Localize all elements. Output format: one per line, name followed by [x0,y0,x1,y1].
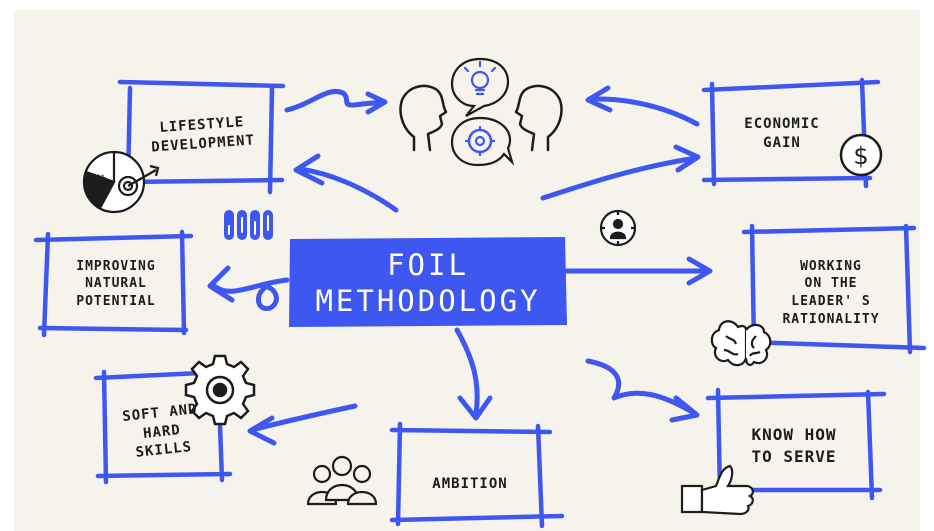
pie-chart-target-icon [82,150,160,214]
node-lifestyle-development: LIFESTYLE DEVELOPMENT [150,114,256,156]
connector-arrows [207,85,713,446]
brain-icon [710,320,772,367]
frame-ambition [389,421,565,529]
arrow-economic-to-conversation-head [585,85,613,113]
arrow-center-to-ambition-head [457,395,493,421]
group-people-icon [306,455,378,506]
thumbs-up-icon [680,464,754,516]
arrow-center-to-working-head [686,256,713,286]
center-banner [289,237,567,327]
arrow-to-soft-skills-head [247,415,277,446]
node-frames [33,77,927,529]
frame-lifestyle [117,79,286,195]
arrow-center-to-economic [540,155,699,201]
arrow-lifestyle-to-conversation-head [365,91,388,115]
arrow-economic-to-conversation [587,96,700,127]
arrow-center-to-ambition [454,327,480,417]
conversation-icon [399,84,563,152]
center-title: FOIL METHODOLOGY [315,247,541,318]
node-improving-natural-potential: IMPROVING NATURAL POTENTIAL [76,258,156,309]
target-person-icon [599,209,637,247]
dollar-coin-icon: $ [839,133,883,177]
arrow-center-to-economic-head [673,144,701,173]
arrow-center-to-lifestyle-head [293,153,325,186]
arrow-lifestyle-to-conversation [284,89,387,113]
arrow-center-to-serve [585,358,697,416]
arrow-loop-tail [256,283,279,311]
gear-icon [450,116,515,167]
node-ambition: AMBITION [432,475,508,492]
node-soft-and-hard-skills: SOFT AND HARD SKILLS [121,400,199,462]
thermometer-levels-icon [224,210,273,240]
arrow-center-to-serve-head [669,395,700,423]
frame-improving [33,229,194,338]
node-working-leaders-rationality: WORKING ON THE LEADER' S RATIONALITY [782,258,880,327]
arrow-center-to-lifestyle [297,166,399,213]
arrow-center-to-improving-head [207,265,235,303]
arrow-to-soft-skills [249,403,358,433]
frame-economic [701,77,881,189]
svg-text:$: $ [853,142,868,170]
pie-percent-label: 20% [90,174,107,184]
node-economic-gain: ECONOMIC GAIN [744,116,820,151]
node-know-how-to-serve: KNOW HOW TO SERVE [751,425,837,466]
lightbulb-icon [450,57,510,117]
cog-icon [184,354,256,426]
